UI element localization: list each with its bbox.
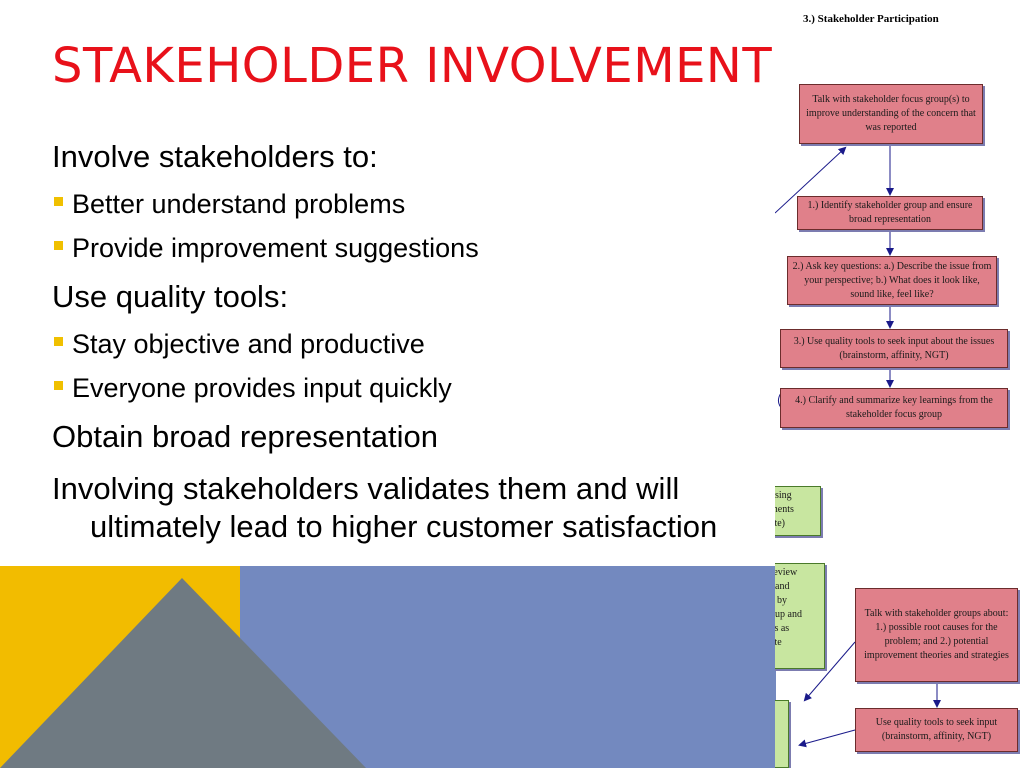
bullet-validates: Involving stakeholders validates them an…: [52, 471, 718, 544]
arrow-i: [798, 729, 856, 748]
flow-box-partial-green-3: e: [775, 700, 789, 768]
flow-box-seek-input: Use quality tools to seek input (brainst…: [855, 708, 1018, 752]
bullet-involve: Involve stakeholders to:: [52, 139, 378, 174]
flow-box-clarify: 4.) Clarify and summarize key learnings …: [780, 388, 1008, 428]
flow-box-partial-green-2: review , and e by oup and cs as ate: [775, 563, 825, 669]
sub-bullet-suggestions: Provide improvement suggestions: [52, 230, 772, 266]
bullet-quality-tools: Use quality tools:: [52, 279, 289, 314]
flow-box-ask: 2.) Ask key questions: a.) Describe the …: [787, 256, 997, 305]
flow-box-quality-tools: 3.) Use quality tools to seek input abou…: [780, 329, 1008, 368]
arrow-e: [775, 146, 847, 214]
flowchart-title: 3.) Stakeholder Participation: [803, 13, 939, 25]
flow-box-identify: 1.) Identify stakeholder group and ensur…: [797, 196, 983, 230]
arrow-h: [803, 641, 856, 702]
slide-title: STAKEHOLDER INVOLVEMENT: [52, 38, 773, 94]
flow-box-focus-group: Talk with stakeholder focus group(s) to …: [799, 84, 983, 144]
sub-bullet-input: Everyone provides input quickly: [52, 370, 772, 406]
bullet-representation: Obtain broad representation: [52, 419, 439, 454]
sub-bullet-understand: Better understand problems: [52, 186, 772, 222]
bullet-list: Involve stakeholders to: Better understa…: [52, 138, 772, 556]
flow-box-root-causes: Talk with stakeholder groups about: 1.) …: [855, 588, 1018, 682]
sub-bullet-objective: Stay objective and productive: [52, 326, 772, 362]
flowchart-image: 3.) Stakeholder Participation Talk with …: [775, 0, 1024, 768]
grey-triangle: [0, 578, 366, 768]
